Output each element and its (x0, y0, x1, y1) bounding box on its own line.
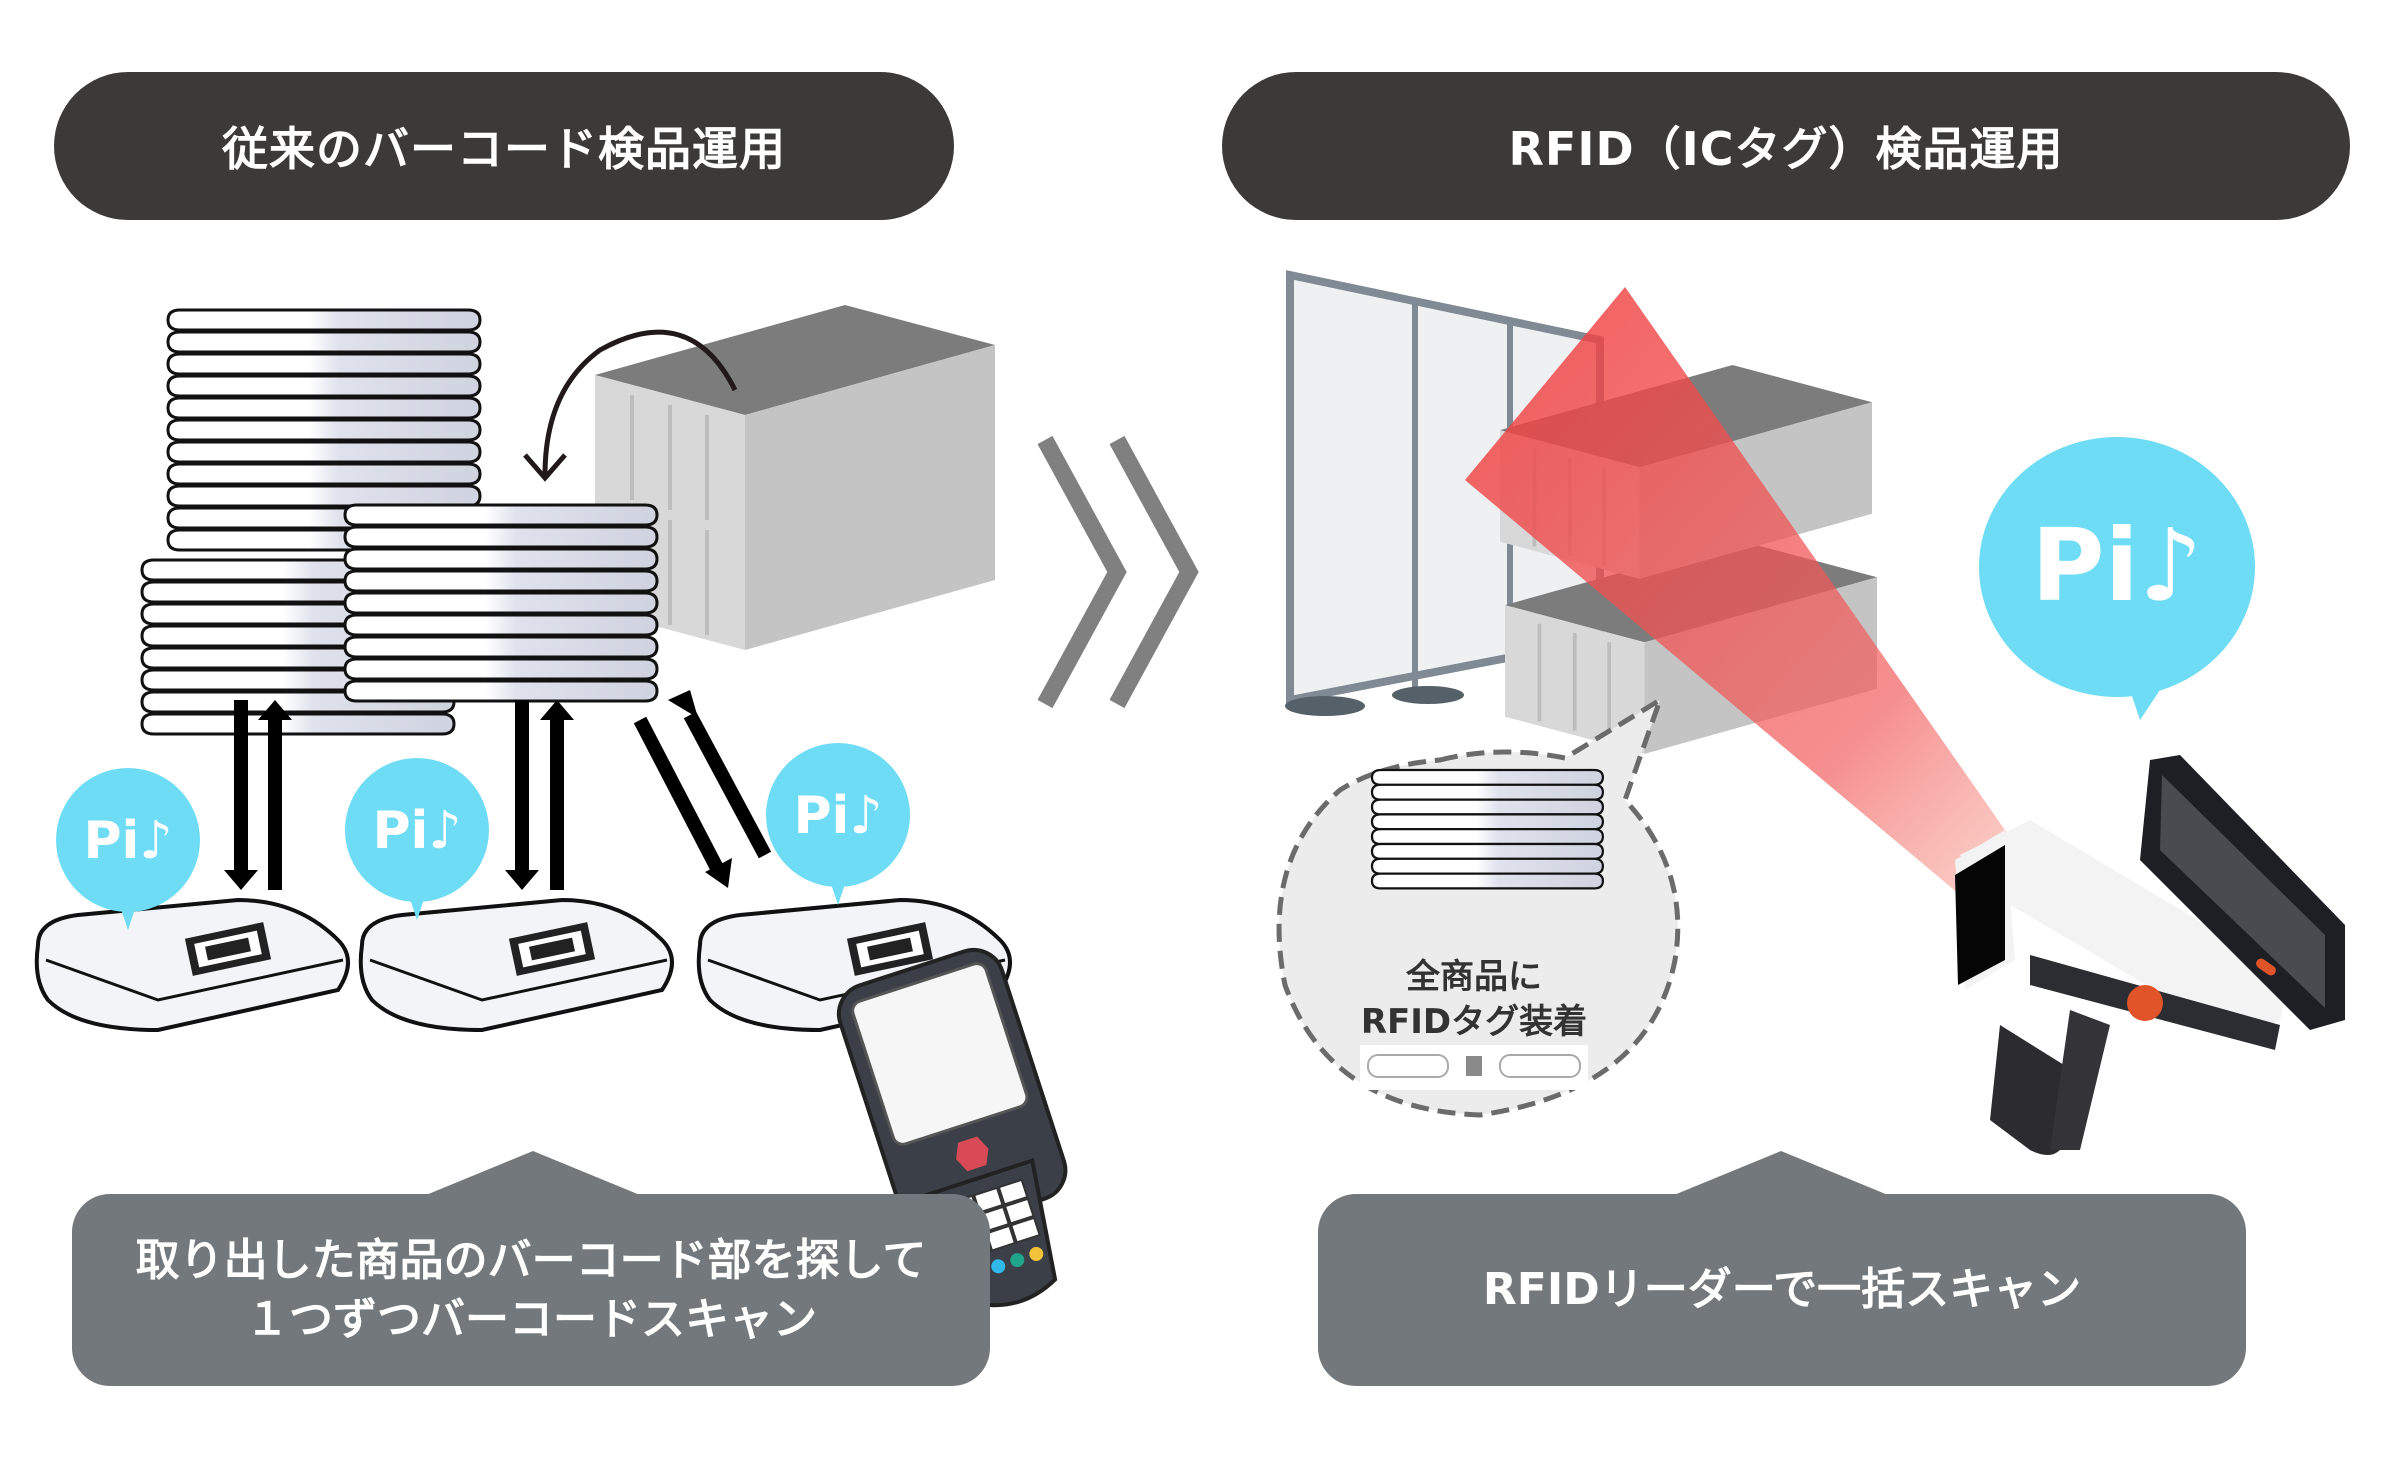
right-section-title: RFID（ICタグ）検品運用 (1222, 72, 2350, 220)
right-callout-text: RFIDリーダーで一括スキャン (1482, 1264, 2082, 1316)
left-callout-line-1: 取り出した商品のバーコード部を探して (135, 1234, 927, 1286)
beep-label-3: Pi♪ (793, 786, 882, 846)
left-section-title-text: 従来のバーコード検品運用 (222, 122, 786, 176)
left-section-title: 従来のバーコード検品運用 (54, 72, 954, 220)
rfid-scan-beam (1465, 287, 2040, 920)
left-callout-pointer (426, 1151, 640, 1195)
handheld-barcode-scanner-icon (836, 947, 1068, 1308)
curved-arrow-icon (542, 329, 738, 476)
right-section-title-text: RFID（ICタグ）検品運用 (1508, 122, 2064, 176)
tag-bubble-line-1: 全商品に (1405, 957, 1542, 997)
curved-arrow-head (523, 453, 567, 482)
left-callout-line-2: １つずつバーコードスキャン (245, 1294, 817, 1345)
tag-bubble-line-2: RFIDタグ装着 (1361, 1002, 1587, 1042)
beep-label-2: Pi♪ (372, 801, 461, 861)
rfid-reader-icon (1955, 755, 2345, 1155)
beep-label-1: Pi♪ (83, 811, 172, 871)
left-callout: 取り出した商品のバーコード部を探して １つずつバーコードスキャン (72, 1194, 990, 1386)
barcode-item-2 (358, 898, 674, 1032)
right-callout-pointer (1674, 1151, 1888, 1195)
double-chevron-right-icon (1037, 435, 1199, 709)
beep-bubble-rfid (1979, 437, 2255, 720)
beep-label-rfid: Pi♪ (2031, 507, 2202, 624)
tag-detail-bubble (1276, 694, 1681, 1118)
transfer-arrows (224, 690, 772, 890)
towel-stack-front-right (343, 503, 659, 703)
barcode-item-1 (34, 898, 350, 1032)
right-callout: RFIDリーダーで一括スキャン (1318, 1194, 2246, 1386)
